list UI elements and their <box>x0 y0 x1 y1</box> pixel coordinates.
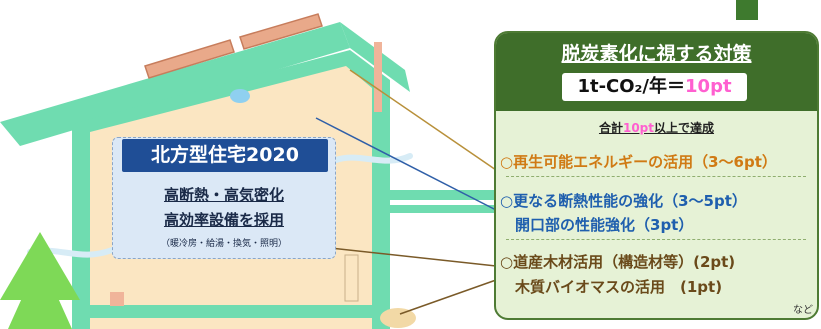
divider <box>506 239 806 240</box>
measure-openings: 開口部の性能強化（3pt） <box>500 216 694 234</box>
house-feature-equipment: 高効率設備を採用 <box>163 211 284 229</box>
house-feature-note: （暖冷房・給湯・換気・照明） <box>160 239 287 249</box>
points-rate-label: 1t-CO₂/年＝10pt <box>562 73 747 101</box>
connector-insulation <box>315 117 497 211</box>
side-window <box>374 42 382 112</box>
measures-panel-title: 脱炭素化に視する対策 <box>561 43 752 65</box>
floor-beam <box>90 305 372 318</box>
measure-renewable-energy: ○再生可能エネルギーの活用（3〜6pt） <box>500 153 777 171</box>
points-target-suffix: 以上で達成 <box>654 121 715 135</box>
solar-panel-left <box>144 39 235 79</box>
divider <box>506 176 806 177</box>
measure-local-timber: ○道産木材活用（構造材等）(2pt) <box>500 253 736 271</box>
points-rate-value: 10pt <box>685 76 732 97</box>
house-title: 北方型住宅2020 <box>122 139 328 172</box>
measure-insulation: ○更なる断熱性能の強化（3〜5pt） <box>500 192 747 210</box>
connector-solar <box>349 69 497 171</box>
connector-wood <box>311 245 497 267</box>
tree-lower <box>8 258 72 329</box>
points-target-prefix: 合計 <box>598 121 623 135</box>
points-rate-prefix: 1t-CO₂/年＝ <box>577 76 686 97</box>
floor-vent <box>110 292 124 306</box>
chimney <box>736 0 758 20</box>
wind-streak-right <box>333 153 413 164</box>
ceiling-light <box>230 89 250 103</box>
connector-biomass <box>399 279 497 315</box>
house-feature-insulation: 高断熱・高気密化 <box>163 186 284 204</box>
wood-pile-icon <box>380 308 416 328</box>
interior-door <box>344 254 359 302</box>
deck-beam-lower <box>390 205 500 213</box>
measure-wood-biomass: 木質バイオマスの活用 (1pt) <box>500 278 723 296</box>
points-target-text: 合計10pt以上で達成 <box>496 119 817 136</box>
roof-left <box>0 22 350 146</box>
measures-etc: など <box>793 305 813 316</box>
measures-panel: 脱炭素化に視する対策 1t-CO₂/年＝10pt 合計10pt以上で達成 ○再生… <box>494 31 819 320</box>
solar-panel-right <box>239 13 323 50</box>
points-target-value: 10pt <box>622 121 655 135</box>
deck-beam-upper <box>390 190 500 200</box>
